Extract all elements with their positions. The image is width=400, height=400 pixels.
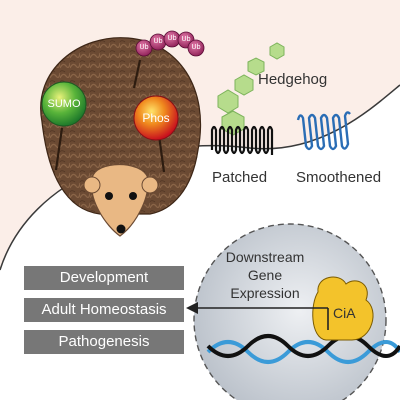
outcome-adult-homeostasis: Adult Homeostasis [24, 298, 184, 322]
left-ear [83, 176, 101, 194]
hedgehog-spines [40, 37, 202, 215]
ubiquitin-chain [135, 30, 205, 57]
expression-arrow [186, 302, 329, 330]
dna-helix [206, 334, 400, 364]
ub-label: Ub [153, 38, 163, 45]
ub-label: Ub [139, 44, 149, 51]
patched-receptor [210, 125, 274, 155]
right-eye [129, 192, 137, 200]
ub-label: Ub [191, 44, 201, 51]
expression-label-line-1: Downstream [225, 249, 305, 265]
phos-label: Phos [142, 111, 170, 125]
outcome-pathogenesis: Pathogenesis [24, 330, 184, 354]
smoothened-label: Smoothened [296, 169, 382, 186]
right-ear [141, 176, 159, 194]
ub-label: Ub [167, 35, 177, 42]
expression-label-line-3: Expression [230, 285, 300, 301]
nucleus [193, 223, 387, 400]
patched-label: Patched [212, 169, 268, 186]
outcome-development: Development [24, 266, 184, 290]
hedgehog-ligands [217, 42, 285, 136]
hedgehog-illustration [40, 37, 202, 237]
hedgehog-face [90, 163, 149, 237]
sumo-sphere [41, 81, 87, 127]
plasma-membrane [0, 84, 400, 271]
cia-label: CiA [333, 305, 356, 321]
hedgehog-nose [116, 224, 126, 234]
phos-sphere [133, 95, 179, 141]
sumo-label: SUMO [47, 98, 81, 110]
expression-label-line-2: Gene [247, 267, 283, 283]
left-eye [105, 192, 113, 200]
smoothened-receptor [296, 111, 351, 151]
hedgehog-ligand-label: Hedgehog [258, 71, 328, 88]
ub-label: Ub [181, 36, 191, 43]
